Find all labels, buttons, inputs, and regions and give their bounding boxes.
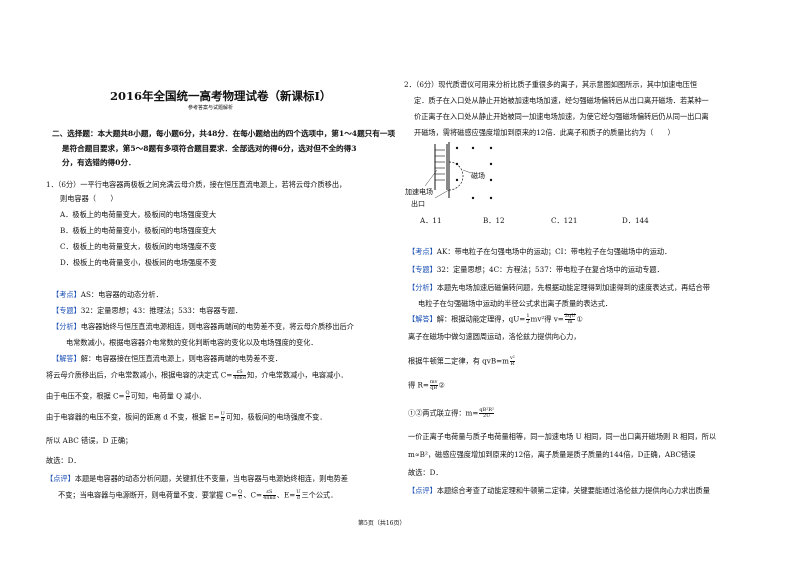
zhuanti-tag: 【专题】 <box>408 265 437 274</box>
question-1: 1．（6分）一平行电容器两极板之间充满云母介质，接在恒压直流电源上，若将云母介质… <box>46 180 346 268</box>
zhuanti-text: 32：定量思想；4C：方程法；537：带电粒子在复合场中的运动专题． <box>436 265 664 274</box>
dianping-tag: 【点评】 <box>46 474 75 483</box>
option-b: B．极板上的电荷量变小，极板间的电场强度变大 <box>60 226 217 235</box>
question-stem: 价正离子在入口处从静止开始被同一加速电场加速，为使它经匀强磁场偏转后仍从同一出口… <box>414 112 709 121</box>
question-stem: 开磁场，需将磁感应强度增加到原来的12倍．此离子和质子的质量比约为（ ） <box>414 128 675 137</box>
kaodian-text: AS：电容器的动态分析． <box>80 290 163 299</box>
particle-path <box>448 161 464 191</box>
kaodian-tag: 【考点】 <box>52 290 81 299</box>
dianping: 【点评】本题是电容器的动态分析问题，关键抓住不变量，当电容器与电源始终相连，则电… <box>46 474 348 484</box>
jieda-tag: 【解答】 <box>52 354 81 363</box>
answer-line: 故选：D． <box>408 468 443 477</box>
question-stem: 则电容器（ ） <box>60 194 118 203</box>
option-c: C．极板上的电荷量变大，极板间的电场强度不变 <box>60 242 217 251</box>
section-heading-line: 是符合题目要求，第5～8题有多项符合题目要求．全部选对的得6分，选对但不全的得3 <box>62 143 357 153</box>
option-d: D．144 <box>622 216 649 225</box>
label-accel-field: 加速电场 <box>405 187 433 196</box>
question-2: 2．（6分）现代质谱仪可用来分析比质子重很多的离子，其示意图如图所示，其中加速电… <box>404 80 709 138</box>
option-a: A．极板上的电荷量变大，极板间的电场强度变大 <box>60 210 217 219</box>
solution-line: m∝B²，磁感应强度增加到原来的12倍，离子质量是质子质量的144倍，D正确，A… <box>408 450 696 459</box>
solution-line: 离子在磁场中做匀速圆周运动，洛伦兹力提供向心力， <box>408 332 581 341</box>
section-heading-line: 分，有选错的得0分． <box>62 158 136 167</box>
label-exit: 出口 <box>411 199 425 208</box>
field-arrows <box>435 149 445 181</box>
question-stem: 2．（6分）现代质谱仪可用来分析比质子重很多的离子，其示意图如图所示，其中加速电… <box>404 80 698 89</box>
option-c: C．121 <box>551 216 578 225</box>
option-b: B．12 <box>483 216 505 225</box>
q2-analysis: 【考点】AK：带电粒子在匀强电场中的运动；CI：带电粒子在匀强磁场中的运动． 【… <box>408 247 710 309</box>
label-magnetic-field: 磁场 <box>471 171 485 180</box>
answer-line: 故选：D． <box>46 456 81 465</box>
zhuanti-text: 32：定量思想；43：推理法；533：电容器专题． <box>80 306 243 315</box>
kaodian-tag: 【考点】 <box>408 247 437 256</box>
page-footer: 第5页（共16页） <box>358 520 406 527</box>
solution-line: 一价正离子电荷量与质子电荷量相等，同一加速电场 U 相同，同一出口离开磁场则 R… <box>408 432 717 441</box>
dianping-text: 本题综合考查了动能定理和牛顿第二定律，关键要能通过洛伦兹力提供向心力求出质量 <box>436 486 710 495</box>
fenxi-tag: 【分析】 <box>52 322 81 331</box>
question-stem: 定．质子在入口处从静止开始被加速电场加速，经匀强磁场偏转后从出口离开磁场．若某种… <box>414 96 709 105</box>
section-heading: 二、选择题：本大题共8小题，每小题6分，共48分．在每小题给出的四个选项中，第1… <box>52 127 395 171</box>
kaodian-text: AK：带电粒子在匀强电场中的运动；CI：带电粒子在匀强磁场中的运动． <box>436 247 672 256</box>
mass-spectrometer-figure: 加速电场 出口 磁场 <box>405 142 493 208</box>
question-stem: 1．（6分）一平行电容器两极板之间充满云母介质，接在恒压直流电源上，若将云母介质… <box>46 180 347 189</box>
jieda-tag: 【解答】 <box>408 314 437 324</box>
conclusion-line: 所以 ABC 错误，D 正确； <box>46 436 133 445</box>
dianping-tag: 【点评】 <box>408 486 437 495</box>
option-a: A．11 <box>420 216 442 225</box>
dianping: 【点评】本题综合考查了动能定理和牛顿第二定律，关键要能通过洛伦兹力提供向心力求出… <box>408 486 710 496</box>
jieda-text: 解：电容器接在恒压直流电源上，则电容器两端的电势差不变． <box>80 354 283 363</box>
page-subtitle: 参考答案与试题解析 <box>188 105 234 111</box>
dianping-text: 本题是电容器的动态分析问题，关键抓住不变量，当电容器与电源始终相连，则电势差 <box>74 474 348 483</box>
fenxi-text: 电粒子在匀强磁场中运动的半径公式求出离子质量的表达式． <box>418 299 613 308</box>
page-title: 2016年全国统一高考物理试卷（新课标Ⅰ） <box>110 89 332 103</box>
fenxi-text: 电容器始终与恒压直流电源相连，则电容器两端间的电势差不变，将云母介质移出后介 <box>80 322 354 331</box>
fenxi-text: 电常数减小，根据电容器介电常数的变化判断电容的变化以及电场强度的变化． <box>66 338 318 347</box>
fenxi-text: 本题先电场加速后磁偏转问题，先根据动能定理得到加速得到的速度表达式，再结合带 <box>436 283 710 292</box>
section-heading-line: 二、选择题：本大题共8小题，每小题6分，共48分．在每小题给出的四个选项中，第1… <box>52 129 396 138</box>
magnetic-field-dots <box>455 146 493 200</box>
fenxi-tag: 【分析】 <box>408 283 437 292</box>
zhuanti-tag: 【专题】 <box>52 306 81 315</box>
option-d: D．极板上的电荷量变小，极板间的电场强度不变 <box>60 258 217 267</box>
q1-analysis: 【考点】AS：电容器的动态分析． 【专题】32：定量思想；43：推理法；533：… <box>52 290 354 364</box>
